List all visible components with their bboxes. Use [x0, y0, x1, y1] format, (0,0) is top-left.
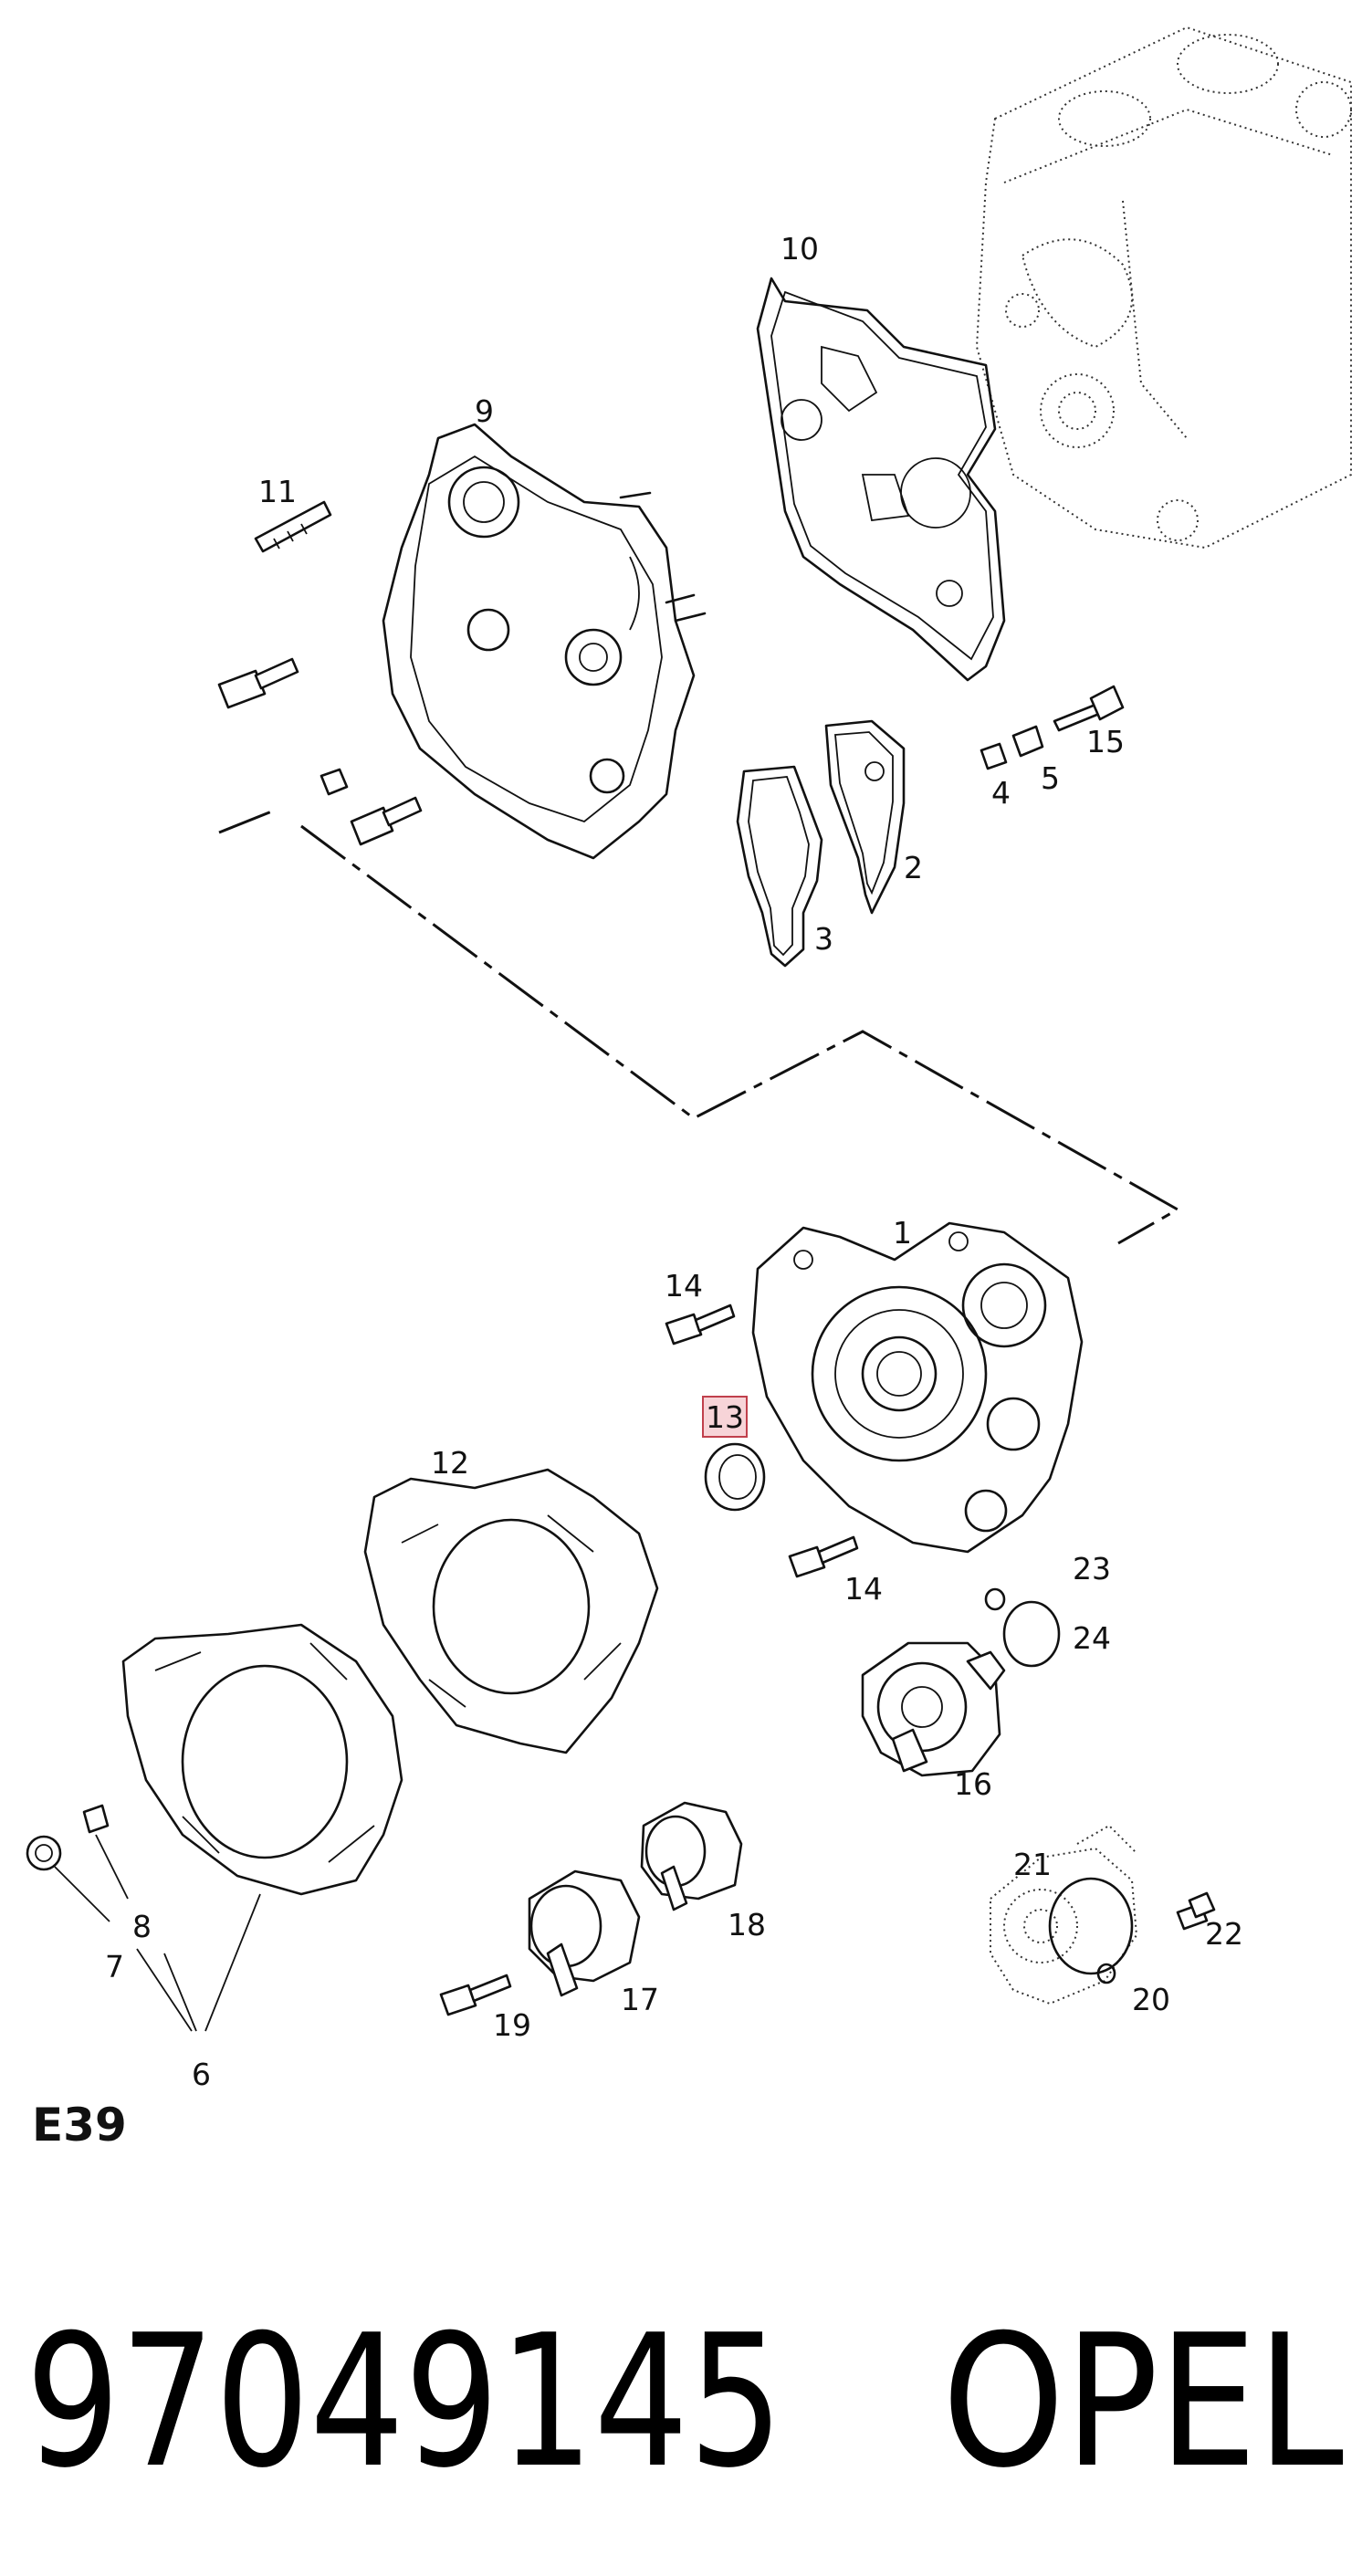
part-cam-17 [528, 1869, 641, 1997]
part-gasket-2 [824, 719, 906, 915]
callout-15: 15 [1086, 724, 1125, 759]
callout-22: 22 [1205, 1916, 1243, 1952]
part-bolt-15 [1053, 685, 1125, 732]
part-plug-7 [26, 1835, 62, 1871]
part-seal-13 [704, 1442, 766, 1512]
brand-name: OPEL [942, 2296, 1344, 2508]
part-small-bolts-left [217, 657, 423, 846]
leader-lines-6-7-8 [54, 1834, 261, 2032]
part-plate-12 [363, 1468, 659, 1754]
diagram-code: E39 [32, 2099, 127, 2152]
callout-10: 10 [781, 231, 819, 267]
part-plate-6 [121, 1623, 403, 1896]
callout-3: 3 [814, 921, 833, 957]
part-washer-5 [1011, 725, 1044, 758]
callout-2: 2 [904, 850, 923, 885]
part-bolt-19 [439, 1974, 512, 2016]
callout-14-lower: 14 [844, 1571, 883, 1607]
callout-13-highlight [702, 1396, 748, 1438]
part-gasket-10 [756, 277, 1006, 682]
engine-block [975, 26, 1352, 550]
part-oring-20 [1048, 1877, 1134, 1984]
callout-24: 24 [1073, 1620, 1111, 1656]
callout-16: 16 [954, 1766, 992, 1802]
part-oring-24 [1002, 1600, 1061, 1668]
part-gasket-3 [736, 765, 823, 968]
callout-13: 13 [706, 1399, 744, 1435]
callout-21: 21 [1013, 1847, 1052, 1882]
callout-8: 8 [132, 1909, 152, 1944]
part-plug-8 [82, 1804, 110, 1834]
part-stud-11 [254, 500, 332, 553]
callout-6: 6 [192, 2057, 211, 2092]
part-oring-23 [984, 1587, 1006, 1611]
part-plug-4 [980, 742, 1008, 770]
callout-19: 19 [493, 2007, 531, 2043]
callout-20: 20 [1132, 1982, 1170, 2017]
part-vacuum-pump-16 [861, 1641, 1006, 1777]
assembly-guide-line [218, 809, 1181, 1245]
callout-5: 5 [1041, 760, 1060, 796]
part-timing-case-1 [751, 1221, 1084, 1554]
callout-12: 12 [431, 1445, 469, 1481]
callout-17: 17 [621, 1982, 659, 2017]
part-number: 97049145 [26, 2296, 783, 2508]
callout-14-upper: 14 [665, 1268, 703, 1304]
part-bolt-14-lower [788, 1535, 859, 1578]
part-component-21 [990, 1824, 1138, 2005]
callout-1: 1 [893, 1215, 912, 1251]
callout-18: 18 [728, 1907, 766, 1942]
part-cam-18 [640, 1801, 743, 1911]
part-bolt-14-upper [665, 1304, 736, 1346]
callout-9: 9 [475, 393, 494, 429]
callout-11: 11 [258, 474, 297, 509]
callout-4: 4 [991, 775, 1011, 811]
part-bolt-22 [1176, 1891, 1216, 1931]
callout-23: 23 [1073, 1551, 1111, 1586]
callout-7: 7 [105, 1949, 124, 1984]
part-front-housing-9 [382, 423, 707, 860]
